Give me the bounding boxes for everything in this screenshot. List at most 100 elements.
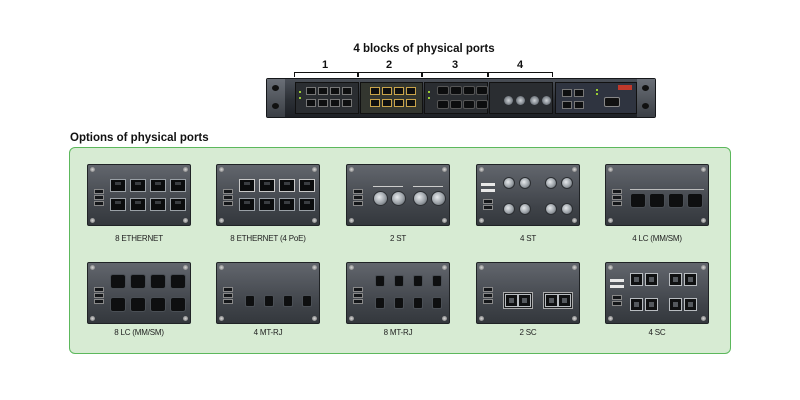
switch-block-4: [489, 82, 553, 114]
bracket-block-3: [422, 72, 488, 77]
mtrj-connector-icon: [432, 275, 442, 287]
mtrj-connector-icon: [394, 297, 404, 309]
rj45-port-icon: [239, 179, 255, 192]
lc-connector-icon: [668, 193, 684, 208]
module-2-st: [346, 164, 450, 226]
mtrj-connector-icon: [264, 295, 274, 307]
block-number-3: 3: [451, 59, 459, 71]
mtrj-connector-icon: [375, 297, 385, 309]
block-number-2: 2: [385, 59, 393, 71]
mtrj-connector-icon: [432, 297, 442, 309]
module-4-st: [476, 164, 580, 226]
lc-connector-icon: [150, 297, 166, 312]
switch-management-area: [555, 82, 637, 114]
module-label: 4 ST: [519, 234, 537, 243]
rj45-port-icon: [239, 198, 255, 211]
lc-connector-icon: [110, 297, 126, 312]
module-label: 8 ETHERNET (4 PoE): [230, 234, 306, 243]
st-connector-icon: [519, 177, 531, 189]
rj45-port-icon: [279, 179, 295, 192]
sc-connector-icon: [669, 298, 682, 311]
rj45-port-icon: [170, 179, 186, 192]
block-number-4: 4: [516, 59, 524, 71]
lc-connector-icon: [130, 297, 146, 312]
options-title: Options of physical ports: [70, 132, 209, 144]
st-connector-icon: [503, 177, 515, 189]
st-connector-icon: [519, 203, 531, 215]
switch-block-3: [424, 82, 488, 114]
lc-connector-icon: [170, 297, 186, 312]
module-4-lc: [605, 164, 709, 226]
module-2-sc: [476, 262, 580, 324]
mtrj-connector-icon: [283, 295, 293, 307]
sc-connector-icon: [558, 294, 571, 307]
block-number-1: 1: [321, 59, 329, 71]
module-8-lc: [87, 262, 191, 324]
lc-connector-icon: [170, 274, 186, 289]
module-4-mtrj: [216, 262, 320, 324]
sc-connector-icon: [669, 273, 682, 286]
module-label: 4 MT-RJ: [253, 328, 283, 337]
sc-connector-icon: [684, 298, 697, 311]
st-connector-icon: [545, 177, 557, 189]
rj45-port-icon: [299, 198, 315, 211]
mtrj-connector-icon: [394, 275, 404, 287]
sc-connector-icon: [518, 294, 531, 307]
sc-connector-icon: [645, 298, 658, 311]
bracket-block-2: [358, 72, 422, 77]
switch-block-2: [360, 82, 423, 114]
mtrj-connector-icon: [413, 297, 423, 309]
mtrj-connector-icon: [302, 295, 312, 307]
rj45-port-icon: [299, 179, 315, 192]
st-connector-icon: [561, 177, 573, 189]
lc-connector-icon: [630, 193, 646, 208]
rj45-port-icon: [130, 198, 146, 211]
lc-connector-icon: [687, 193, 703, 208]
rj45-port-icon: [150, 179, 166, 192]
rj45-port-icon: [259, 179, 275, 192]
mtrj-connector-icon: [245, 295, 255, 307]
sc-connector-icon: [505, 294, 518, 307]
diagram-title: 4 blocks of physical ports: [353, 43, 495, 55]
module-label: 8 LC (MM/SM): [114, 328, 164, 337]
switch-chassis: [266, 78, 656, 118]
lc-connector-icon: [110, 274, 126, 289]
sc-connector-icon: [630, 273, 643, 286]
module-label: 8 ETHERNET: [115, 234, 163, 243]
st-connector-icon: [391, 191, 406, 206]
switch-block-1: [295, 82, 359, 114]
rj45-port-icon: [150, 198, 166, 211]
sc-connector-icon: [645, 273, 658, 286]
rj45-port-icon: [110, 179, 126, 192]
st-connector-icon: [373, 191, 388, 206]
module-label: 4 SC: [648, 328, 666, 337]
module-label: 4 LC (MM/SM): [632, 234, 682, 243]
st-connector-icon: [503, 203, 515, 215]
sc-connector-icon: [545, 294, 558, 307]
rj45-port-icon: [279, 198, 295, 211]
module-8-ethernet: [87, 164, 191, 226]
sc-connector-icon: [684, 273, 697, 286]
rj45-port-icon: [130, 179, 146, 192]
right-rack-ear: [637, 79, 655, 117]
st-connector-icon: [561, 203, 573, 215]
st-connector-icon: [545, 203, 557, 215]
rj45-port-icon: [110, 198, 126, 211]
module-label: 8 MT-RJ: [383, 328, 413, 337]
sc-connector-icon: [630, 298, 643, 311]
module-4-sc: [605, 262, 709, 324]
st-connector-icon: [431, 191, 446, 206]
lc-connector-icon: [649, 193, 665, 208]
lc-connector-icon: [130, 274, 146, 289]
left-rack-ear: [267, 79, 285, 117]
module-8-ethernet-poe: [216, 164, 320, 226]
rj45-port-icon: [170, 198, 186, 211]
bracket-block-4: [488, 72, 553, 77]
mtrj-connector-icon: [413, 275, 423, 287]
mtrj-connector-icon: [375, 275, 385, 287]
st-connector-icon: [413, 191, 428, 206]
bracket-block-1: [294, 72, 358, 77]
lc-connector-icon: [150, 274, 166, 289]
rj45-port-icon: [259, 198, 275, 211]
module-label: 2 ST: [389, 234, 407, 243]
